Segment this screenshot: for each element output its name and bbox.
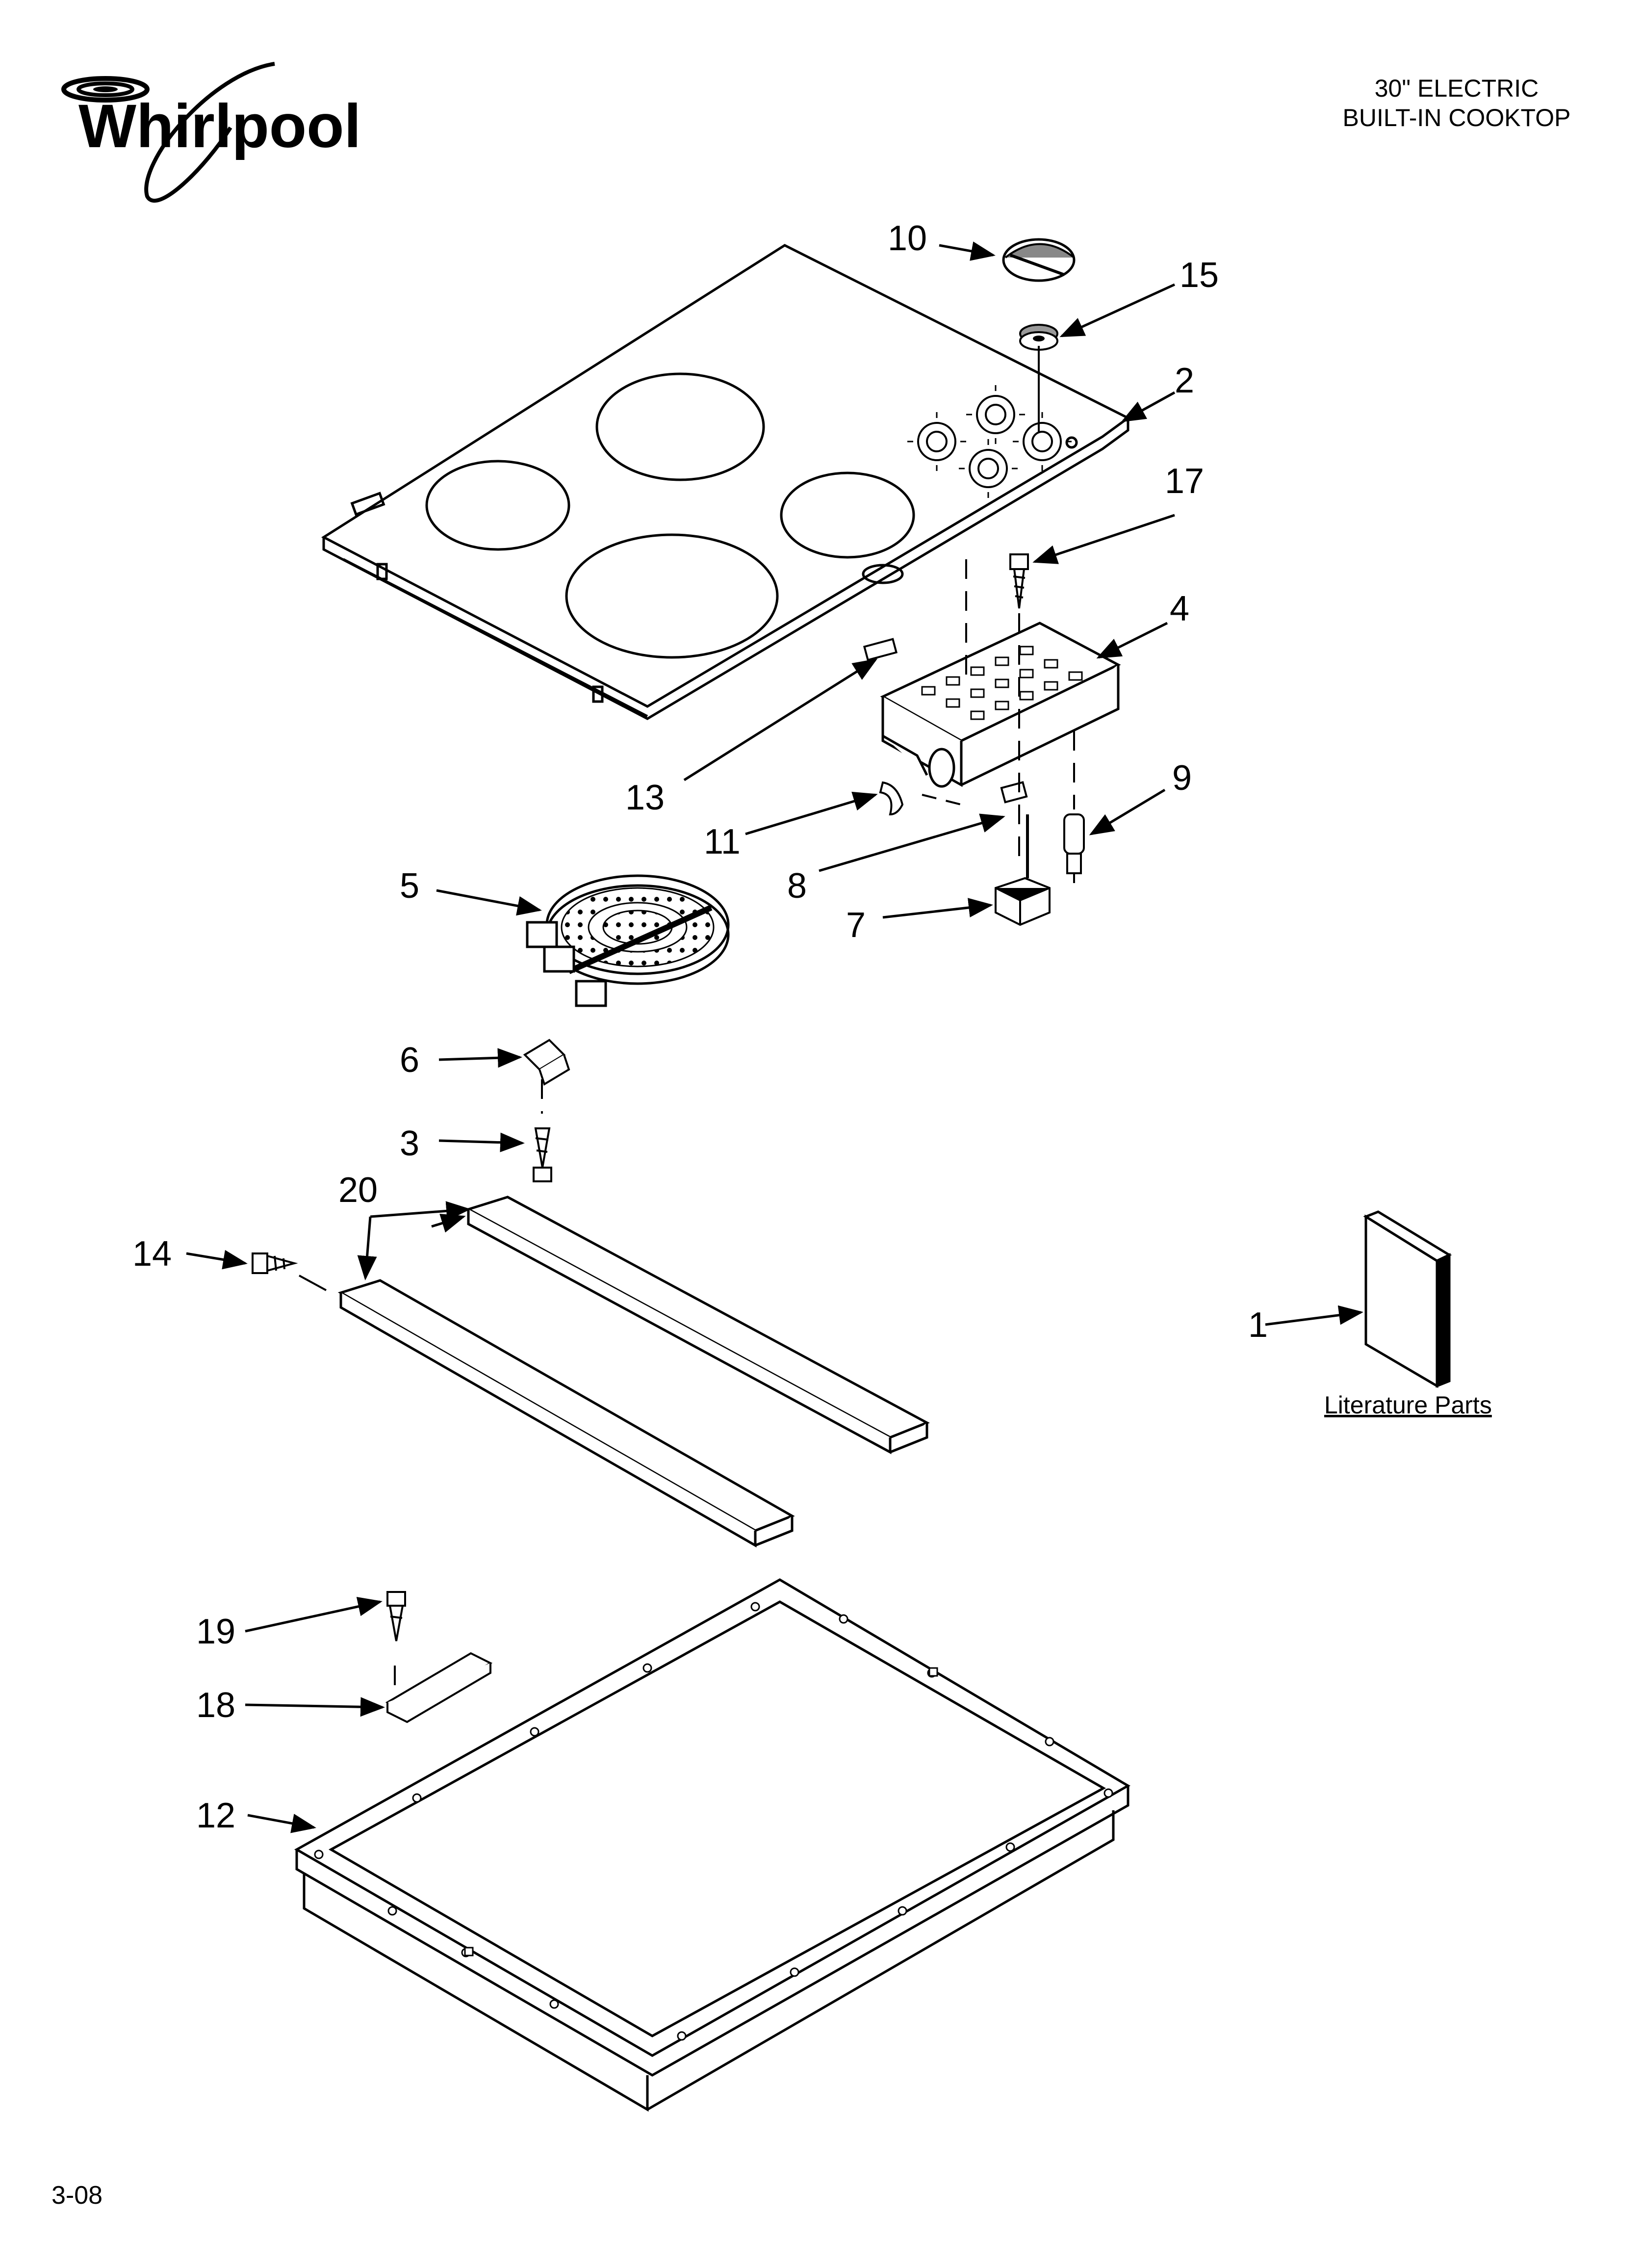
model-title: 30" ELECTRIC BUILT-IN COOKTOP xyxy=(1305,74,1609,132)
infinite-switch xyxy=(995,814,1051,926)
frame-screw xyxy=(386,1591,406,1642)
indicator-light xyxy=(1063,813,1085,883)
literature-booklet xyxy=(1363,1210,1452,1388)
callout-20: 20 xyxy=(338,1171,378,1210)
callout-2: 2 xyxy=(1175,361,1194,400)
burner-ring-right xyxy=(780,471,915,559)
wire-clip xyxy=(879,781,904,816)
control-bracket xyxy=(880,622,1121,788)
brand-wordmark: Whirlpool xyxy=(78,92,361,160)
callout-19: 19 xyxy=(196,1612,235,1651)
callout-6: 6 xyxy=(400,1041,419,1080)
element-screw xyxy=(533,1127,552,1182)
cooktop-glass xyxy=(321,244,1130,720)
switch-insulator xyxy=(1000,781,1028,804)
callout-10: 10 xyxy=(888,219,927,258)
element-bracket xyxy=(523,1039,570,1086)
callout-4: 4 xyxy=(1170,589,1189,628)
callout-12: 12 xyxy=(196,1796,235,1835)
callout-13: 13 xyxy=(625,778,665,817)
callout-numbers: 10 15 2 17 4 13 11 9 8 7 5 6 3 20 14 1 1… xyxy=(132,219,1268,1835)
knob-spacer xyxy=(1019,324,1058,432)
callout-15: 15 xyxy=(1180,256,1219,295)
burner-ring-front xyxy=(565,533,779,659)
wiring-label xyxy=(863,638,898,661)
literature-parts-label: Literature Parts xyxy=(1324,1391,1492,1419)
callout-7: 7 xyxy=(846,906,866,945)
burner-ring-back xyxy=(595,372,765,481)
title-line-1: 30" ELECTRIC xyxy=(1374,75,1539,102)
title-line-2: BUILT-IN COOKTOP xyxy=(1342,104,1571,131)
radiant-surface-element xyxy=(526,874,730,1007)
callout-5: 5 xyxy=(400,866,419,906)
mounting-screw-17 xyxy=(1009,553,1029,609)
callout-11: 11 xyxy=(704,822,741,861)
whirlpool-logo: Whirlpool xyxy=(61,62,361,203)
cooktop-frame xyxy=(294,1578,1130,2112)
control-knob xyxy=(1002,238,1076,282)
callout-1: 1 xyxy=(1248,1305,1268,1345)
callout-14: 14 xyxy=(132,1234,172,1274)
callout-8: 8 xyxy=(787,866,807,906)
mounting-rail-front xyxy=(337,1279,795,1548)
frame-bracket xyxy=(385,1652,493,1723)
callout-9: 9 xyxy=(1172,758,1192,798)
control-knob-graphics xyxy=(907,385,1072,498)
callout-leaders xyxy=(186,241,1363,1833)
callout-3: 3 xyxy=(400,1124,419,1163)
mounting-rail-back xyxy=(465,1196,930,1455)
burner-ring-left xyxy=(425,460,570,551)
callout-18: 18 xyxy=(196,1686,235,1725)
callout-17: 17 xyxy=(1165,462,1204,501)
page-code: 3-08 xyxy=(51,2181,103,2210)
rail-screw xyxy=(252,1252,298,1274)
